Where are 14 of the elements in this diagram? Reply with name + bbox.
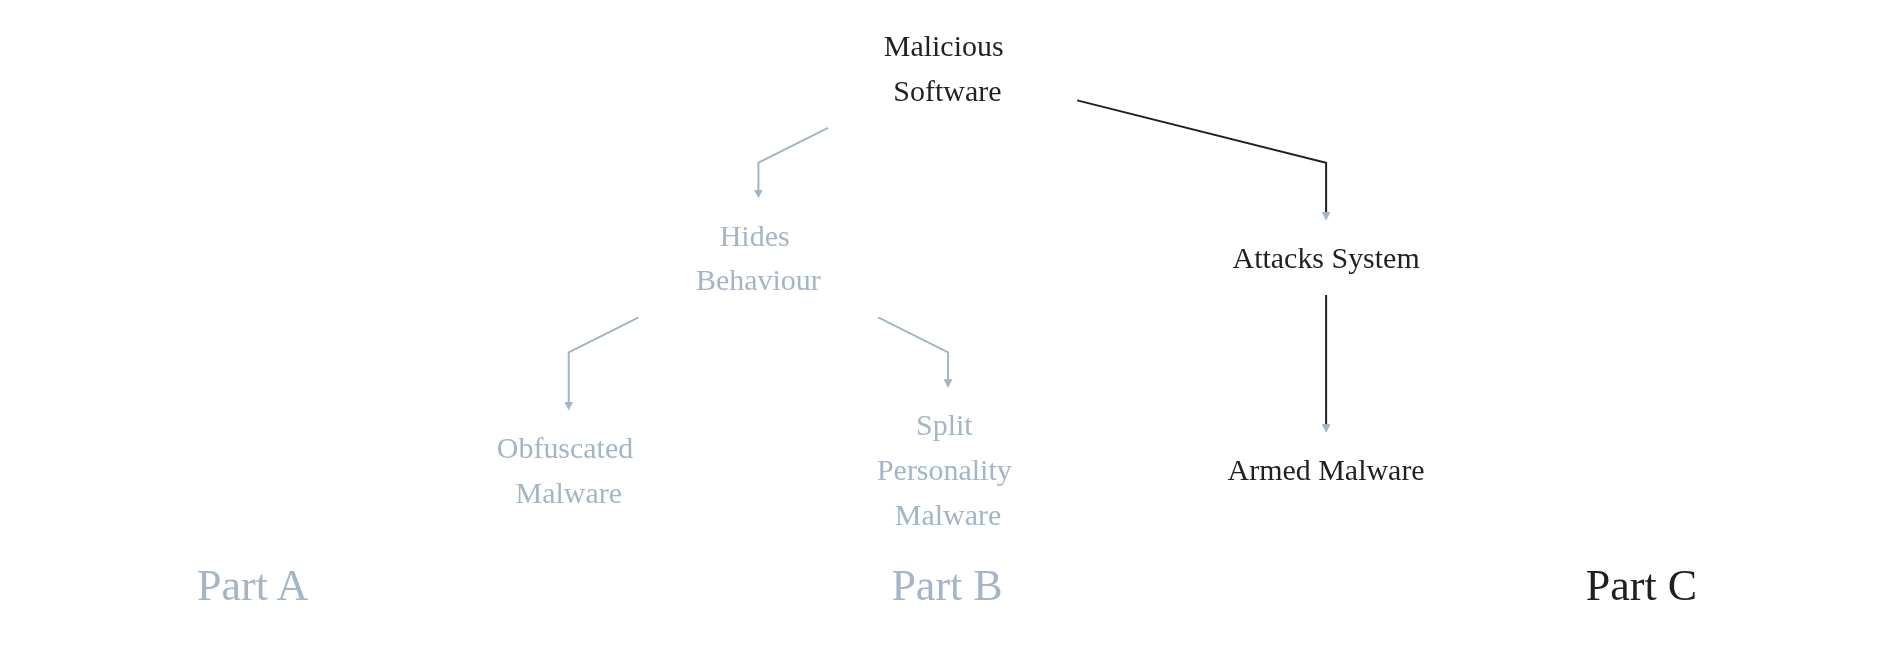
part-label: Part A — [197, 560, 309, 611]
part-label: Part B — [891, 560, 1003, 611]
node-text: Hides Behaviour — [696, 218, 821, 297]
node-text: Armed Malware — [1227, 453, 1425, 487]
part-label: Part C — [1585, 560, 1697, 611]
node-text: Malicious Software — [884, 28, 1004, 107]
node-text: Obfuscated Malware — [497, 430, 634, 509]
arrow — [877, 316, 953, 388]
node-text: Attacks System — [1232, 241, 1420, 275]
arrow — [1076, 99, 1331, 221]
node-text: Split Personality Malware — [877, 408, 1012, 532]
arrow — [1321, 293, 1331, 433]
arrow — [564, 316, 640, 411]
arrow — [754, 126, 830, 199]
